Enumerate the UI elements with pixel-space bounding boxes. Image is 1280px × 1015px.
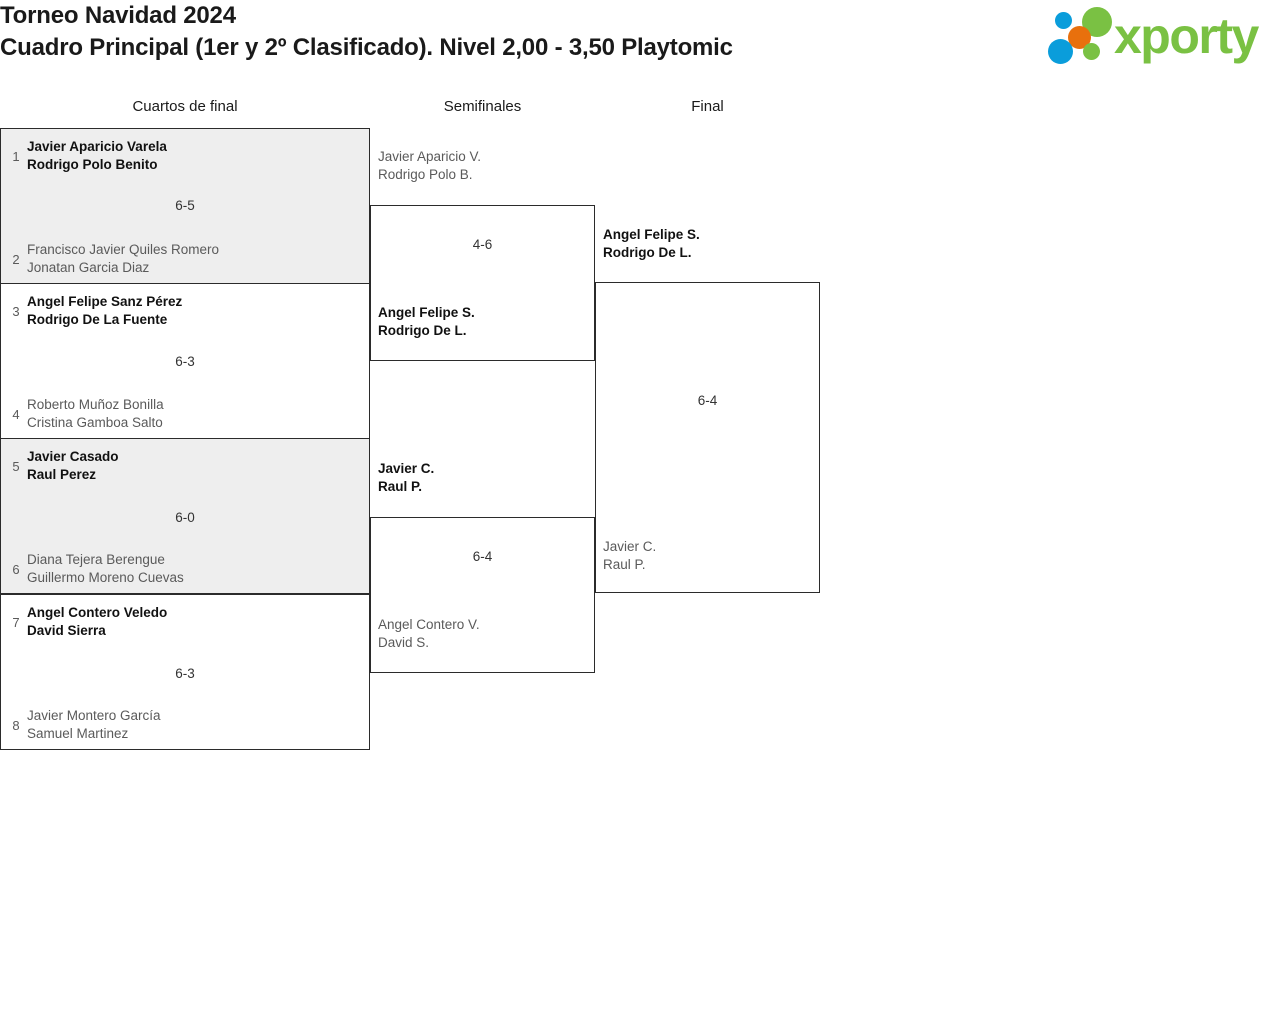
team-names: Angel Contero Veledo David Sierra [27,604,369,640]
logo-dot-blue-small-icon [1055,12,1072,29]
match-team-bottom[interactable]: 4 Roberto Muñoz Bonilla Cristina Gamboa … [1,396,369,433]
final-team-top[interactable]: Angel Felipe S. Rodrigo De L. [595,226,810,262]
seed-number: 2 [12,252,20,267]
player-name: Rodrigo Polo Benito [27,157,158,172]
player-name: Samuel Martinez [27,726,129,741]
match-box-final[interactable] [595,282,820,593]
player-name: Angel Contero Veledo [27,605,168,620]
player-name: Raul Perez [27,467,97,482]
seed-number: 6 [12,562,20,577]
team-names: Javier Montero García Samuel Martinez [27,707,369,743]
match-box-quarterfinal-4[interactable]: 7 Angel Contero Veledo David Sierra 8 Ja… [0,594,370,750]
logo-dot-blue-large-icon [1048,39,1073,64]
player-name: Roberto Muñoz Bonilla [27,397,164,412]
tournament-name: Torneo Navidad 2024 [0,2,236,29]
semifinal-2-team-top[interactable]: Javier C. Raul P. [370,460,585,496]
player-name: Jonatan Garcia Diaz [27,260,150,275]
semifinal-1-team-top[interactable]: Javier Aparicio V. Rodrigo Polo B. [370,148,585,184]
team-names: Javier Aparicio Varela Rodrigo Polo Beni… [27,138,369,174]
match-score-quarterfinal-3: 6-0 [175,510,195,525]
semifinal-1-team-bottom[interactable]: Angel Felipe S. Rodrigo De L. [370,304,585,340]
round-header-final: Final [691,98,724,115]
round-header-quarterfinals: Cuartos de final [132,98,238,115]
match-team-bottom[interactable]: 6 Diana Tejera Berengue Guillermo Moreno… [1,551,369,588]
match-score-semifinal-1: 4-6 [472,237,493,252]
player-name: David S. [378,635,430,650]
player-name: Cristina Gamboa Salto [27,415,163,430]
match-box-quarterfinal-3[interactable]: 5 Javier Casado Raul Perez 6 Diana Tejer… [0,438,370,594]
final-team-bottom[interactable]: Javier C. Raul P. [595,538,810,574]
team-names: Diana Tejera Berengue Guillermo Moreno C… [27,551,369,587]
match-score-quarterfinal-4: 6-3 [175,666,195,681]
player-name: Francisco Javier Quiles Romero [27,242,220,257]
player-name: Raul P. [378,479,423,494]
team-names: Angel Felipe Sanz Pérez Rodrigo De La Fu… [27,293,369,329]
player-name: Javier Montero García [27,708,161,723]
match-team-top[interactable]: 3 Angel Felipe Sanz Pérez Rodrigo De La … [1,293,369,330]
seed-number: 5 [12,459,20,474]
player-name: Angel Felipe Sanz Pérez [27,294,183,309]
team-names: Francisco Javier Quiles Romero Jonatan G… [27,241,369,277]
player-name: Javier C. [603,539,657,554]
player-name: Rodrigo De L. [603,245,692,260]
logo-dot-green-small-icon [1083,43,1100,60]
team-names: Roberto Muñoz Bonilla Cristina Gamboa Sa… [27,396,369,432]
logo-dot-orange-icon [1068,26,1091,49]
seed-number: 4 [12,407,20,422]
semifinal-2-team-bottom[interactable]: Angel Contero V. David S. [370,616,585,652]
seed-number: 3 [12,304,20,319]
match-team-top[interactable]: 5 Javier Casado Raul Perez [1,448,369,485]
match-team-top[interactable]: 7 Angel Contero Veledo David Sierra [1,604,369,641]
player-name: Angel Felipe S. [603,227,700,242]
player-name: Guillermo Moreno Cuevas [27,570,184,585]
player-name: Rodrigo De La Fuente [27,312,168,327]
match-score-quarterfinal-1: 6-5 [175,198,195,213]
logo-dots-icon [1046,6,1120,64]
match-box-semifinal-1[interactable] [370,205,595,361]
player-name: Javier Casado [27,449,119,464]
player-name: David Sierra [27,623,106,638]
player-name: Javier Aparicio Varela [27,139,167,154]
seed-number: 1 [12,149,20,164]
round-header-semifinals: Semifinales [443,98,522,115]
player-name: Angel Felipe S. [378,305,475,320]
match-score-final: 6-4 [697,393,718,408]
player-name: Javier Aparicio V. [378,149,482,164]
player-name: Raul P. [603,557,646,572]
xporty-logo: xporty [1046,4,1276,68]
player-name: Rodrigo De L. [378,323,467,338]
player-name: Rodrigo Polo B. [378,167,473,182]
player-name: Diana Tejera Berengue [27,552,165,567]
page-title: Torneo Navidad 2024 Cuadro Principal (1e… [0,0,900,64]
match-score-quarterfinal-2: 6-3 [175,354,195,369]
player-name: Javier C. [378,461,435,476]
match-box-semifinal-2[interactable] [370,517,595,673]
match-team-bottom[interactable]: 2 Francisco Javier Quiles Romero Jonatan… [1,241,369,278]
seed-number: 8 [12,718,20,733]
match-team-top[interactable]: 1 Javier Aparicio Varela Rodrigo Polo Be… [1,138,369,175]
player-name: Angel Contero V. [378,617,480,632]
logo-wordmark: xporty [1114,8,1259,64]
match-box-quarterfinal-2[interactable]: 3 Angel Felipe Sanz Pérez Rodrigo De La … [0,283,370,439]
match-team-bottom[interactable]: 8 Javier Montero García Samuel Martinez [1,707,369,744]
tournament-subtitle: Cuadro Principal (1er y 2º Clasificado).… [0,34,733,61]
match-score-semifinal-2: 6-4 [472,549,493,564]
team-names: Javier Casado Raul Perez [27,448,369,484]
seed-number: 7 [12,615,20,630]
